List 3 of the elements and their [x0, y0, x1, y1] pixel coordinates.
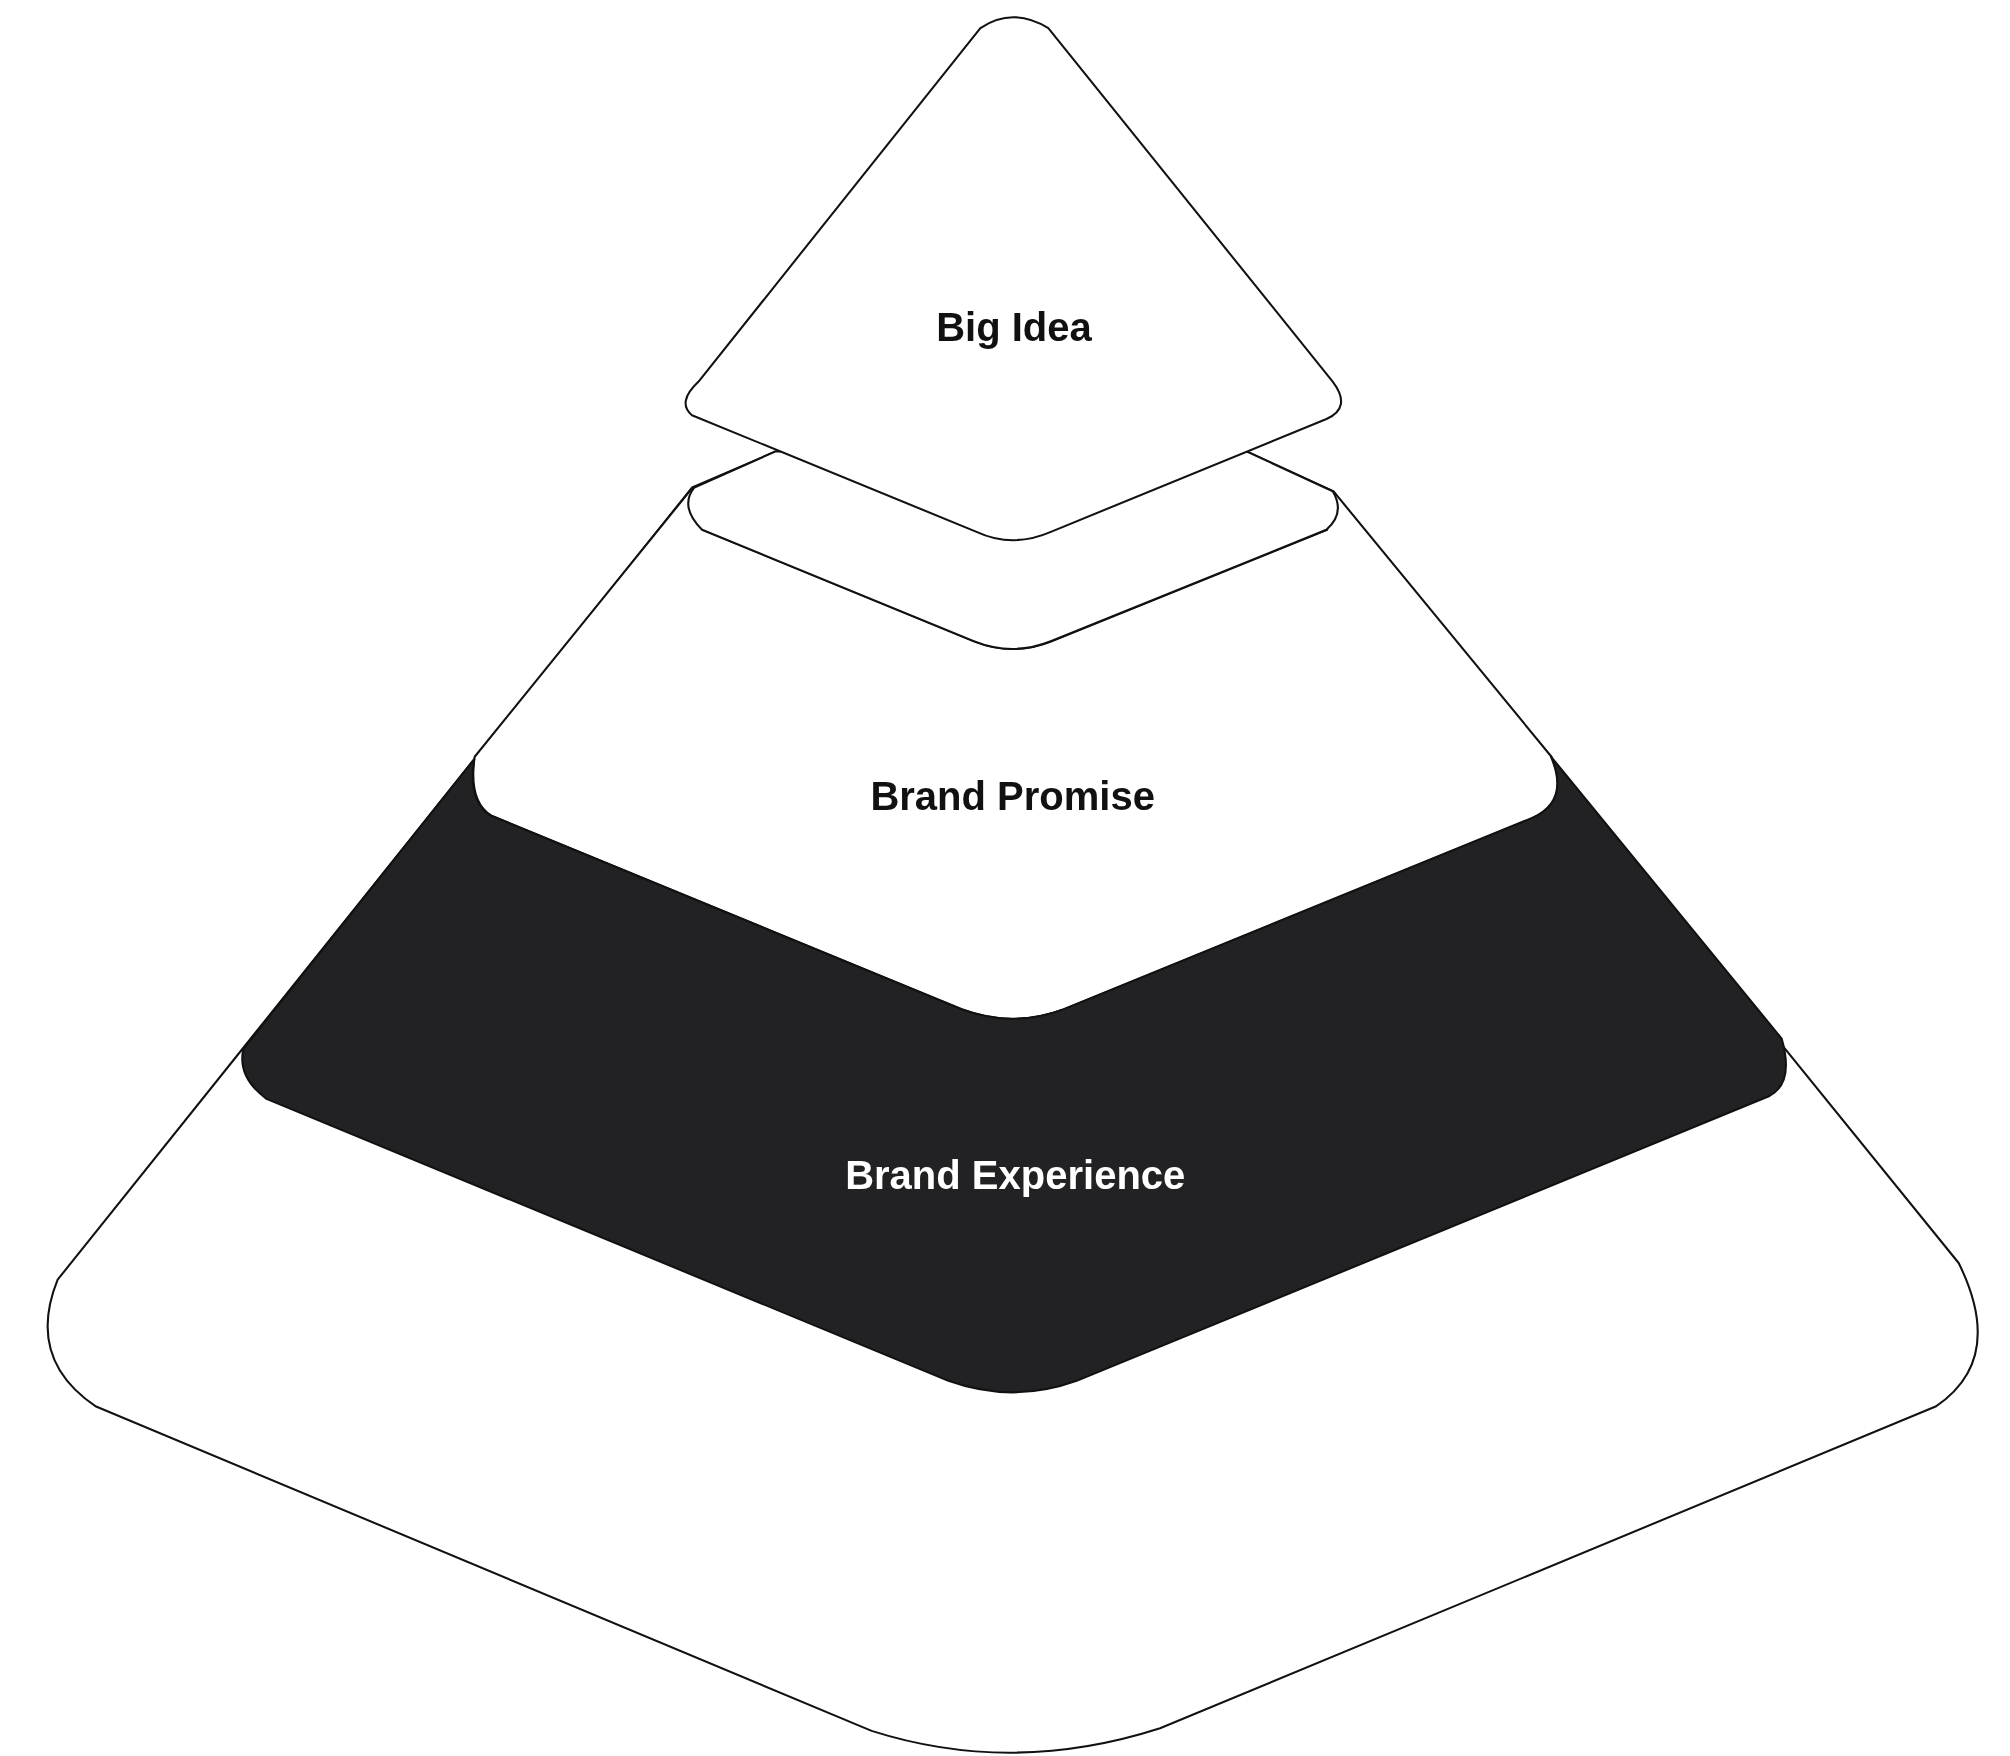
tier-label: Big Idea: [936, 304, 1092, 350]
tier-label: Brand Promise: [870, 773, 1155, 819]
tier-label: Brand Experience: [845, 1152, 1186, 1198]
